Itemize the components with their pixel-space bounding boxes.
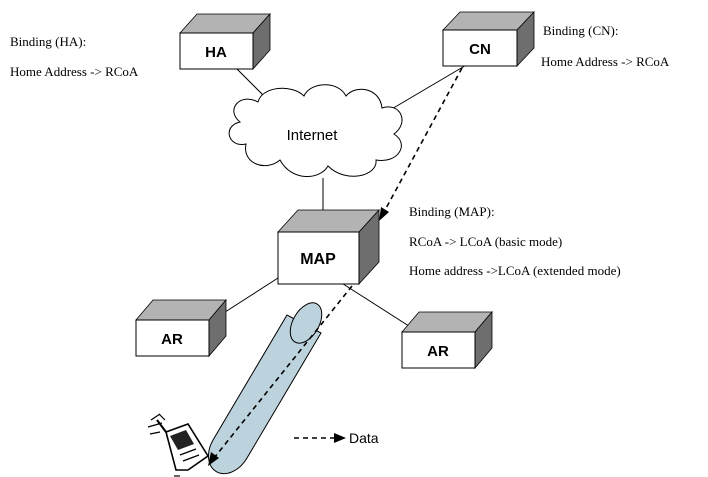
cn-label: CN: [469, 41, 491, 58]
ha-binding-line1: Home Address -> RCoA: [10, 64, 139, 79]
ar-right-box-front: [401, 331, 476, 369]
internet-cloud: Internet: [228, 84, 403, 178]
phone-screen: [170, 430, 194, 450]
cn-binding-title: Binding (CN):: [543, 23, 618, 38]
ha-box-front: [179, 32, 254, 70]
data-path-map-mobile: [213, 285, 353, 459]
ar-left-label: AR: [161, 331, 183, 348]
phone-signal-3: [158, 413, 166, 421]
ar-right-node: AR: [401, 310, 493, 370]
cloud-shape: [228, 84, 403, 178]
data-arrowhead-map: [379, 207, 389, 221]
map-binding-line1: RCoA -> LCoA (basic mode): [409, 234, 562, 249]
ha-node: HA: [179, 12, 271, 71]
map-binding-line2: Home address ->LCoA (extended mode): [409, 263, 621, 278]
ar-right-label: AR: [427, 343, 449, 360]
phone-signal-1: [147, 422, 163, 428]
cn-node: CN: [442, 10, 535, 68]
ar-left-node: AR: [135, 298, 227, 358]
map-binding-annotation: Binding (MAP): RCoA -> LCoA (basic mode)…: [409, 204, 621, 278]
link-map-ar-right: [339, 281, 413, 329]
phone-key-1: [179, 448, 197, 456]
tunnel-cylinder: [208, 302, 323, 475]
map-node: MAP: [277, 208, 380, 286]
phone-signal-4: [149, 431, 161, 435]
map-label: MAP: [300, 251, 336, 268]
ha-label: HA: [205, 44, 227, 61]
map-binding-title: Binding (MAP):: [409, 204, 495, 219]
phone-key-2: [182, 454, 200, 462]
phone-body: [165, 423, 210, 471]
cn-binding-annotation: Binding (CN): Home Address -> RCoA: [541, 23, 670, 69]
ha-binding-title: Binding (HA):: [10, 34, 86, 49]
legend: Data: [294, 430, 379, 446]
cloud-label: Internet: [287, 127, 339, 144]
legend-data-label: Data: [349, 430, 379, 446]
phone-signal-2: [150, 413, 161, 421]
legend-arrowhead: [334, 433, 346, 443]
ha-binding-annotation: Binding (HA): Home Address -> RCoA: [10, 34, 139, 79]
data-arrowhead-mobile: [208, 452, 219, 466]
mobile-phone-icon: [147, 413, 210, 477]
link-cn-cloud: [389, 63, 469, 111]
cn-box-front: [442, 29, 518, 67]
data-path-cn-map: [383, 67, 463, 213]
phone-antenna: [156, 419, 167, 433]
ar-left-box-front: [135, 319, 210, 357]
cn-binding-line1: Home Address -> RCoA: [541, 54, 670, 69]
map-box-front: [277, 231, 360, 285]
